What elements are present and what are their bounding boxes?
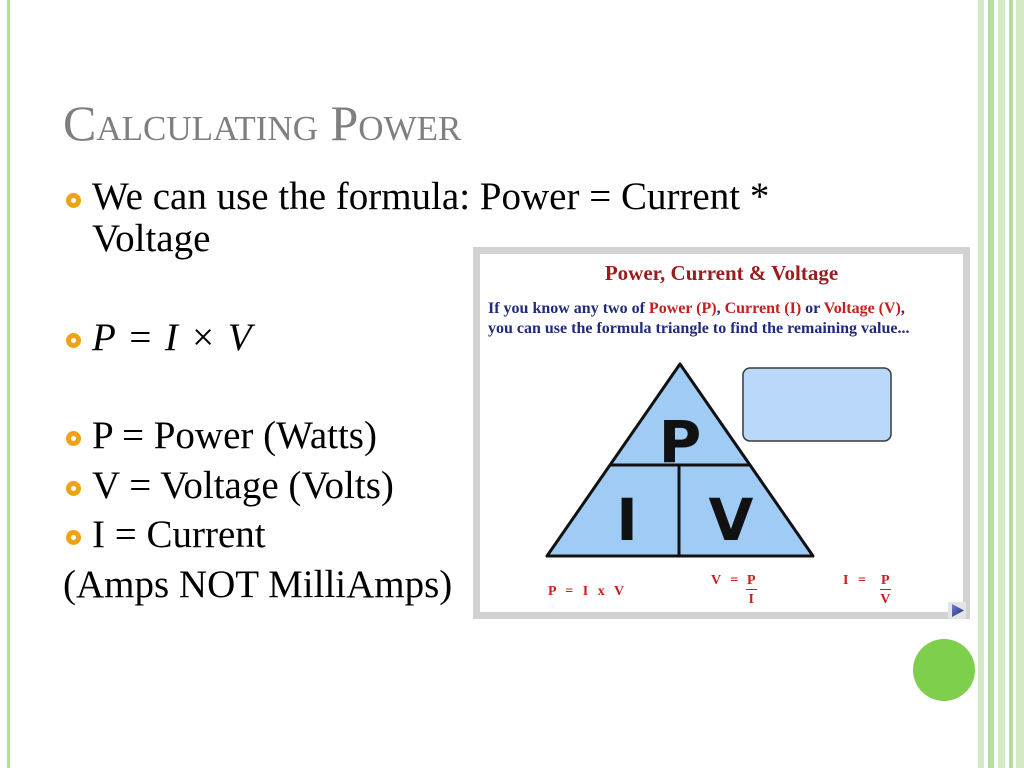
intro-text: If you know any two of [488, 300, 649, 317]
fraction-denominator: V [880, 592, 891, 607]
figure-intro-line: you can use the formula triangle to find… [488, 320, 910, 337]
intro-highlight-current: Current (I) [724, 300, 802, 317]
left-border-line [7, 0, 10, 768]
stripe [998, 0, 1005, 768]
triangle-label-power: P [659, 408, 702, 476]
bullet-formula: P = I × V [92, 316, 252, 359]
circle-bullet-icon [66, 530, 81, 545]
fraction-numerator: P [746, 573, 757, 590]
intro-text: or [801, 300, 824, 317]
bullet-text: P = Power (Watts) [92, 414, 377, 457]
fraction-numerator: P [880, 573, 891, 590]
circle-bullet-icon [66, 431, 81, 446]
intro-highlight-power: Power (P) [648, 300, 717, 317]
formula-current-lhs: I = [843, 573, 866, 588]
intro-highlight-voltage: Voltage (V) [823, 300, 901, 317]
answer-box [742, 367, 892, 442]
intro-text: , [716, 300, 725, 317]
triangle-label-current: I [616, 486, 638, 554]
formula-voltage-lhs: V = [711, 573, 739, 588]
triangle-label-voltage: V [709, 486, 754, 554]
triangle-graphic: P I V [545, 362, 892, 558]
stripe [1009, 0, 1013, 768]
formula-triangle-figure: P I V Power, Current & Voltage If you kn… [473, 247, 970, 619]
intro-text: , [900, 300, 905, 317]
circle-bullet-icon [66, 193, 81, 208]
fraction-denominator: I [748, 592, 754, 607]
figure-intro-line: If you know any two of Power (P), Curren… [488, 299, 905, 319]
stripe [988, 0, 994, 768]
bullet-text: We can use the formula: Power = Current … [92, 175, 770, 218]
bullet-text: I = Current [92, 513, 266, 556]
figure-title: Power, Current & Voltage [604, 261, 839, 285]
formula-current-fraction: P V [880, 573, 891, 608]
formula-power: P = I x V [548, 584, 625, 599]
stripe [978, 0, 984, 768]
play-next-icon [948, 602, 966, 619]
bullet-text-continued: Voltage [92, 217, 211, 260]
accent-circle [913, 639, 975, 701]
slide-title: Calculating Power [63, 95, 462, 151]
stripe [1016, 0, 1024, 768]
circle-bullet-icon [66, 481, 81, 496]
circle-bullet-icon [66, 333, 81, 348]
bullet-text: V = Voltage (Volts) [92, 464, 394, 507]
bullet-continuation-text: (Amps NOT MilliAmps) [63, 563, 453, 606]
formula-voltage-fraction: P I [746, 573, 757, 608]
